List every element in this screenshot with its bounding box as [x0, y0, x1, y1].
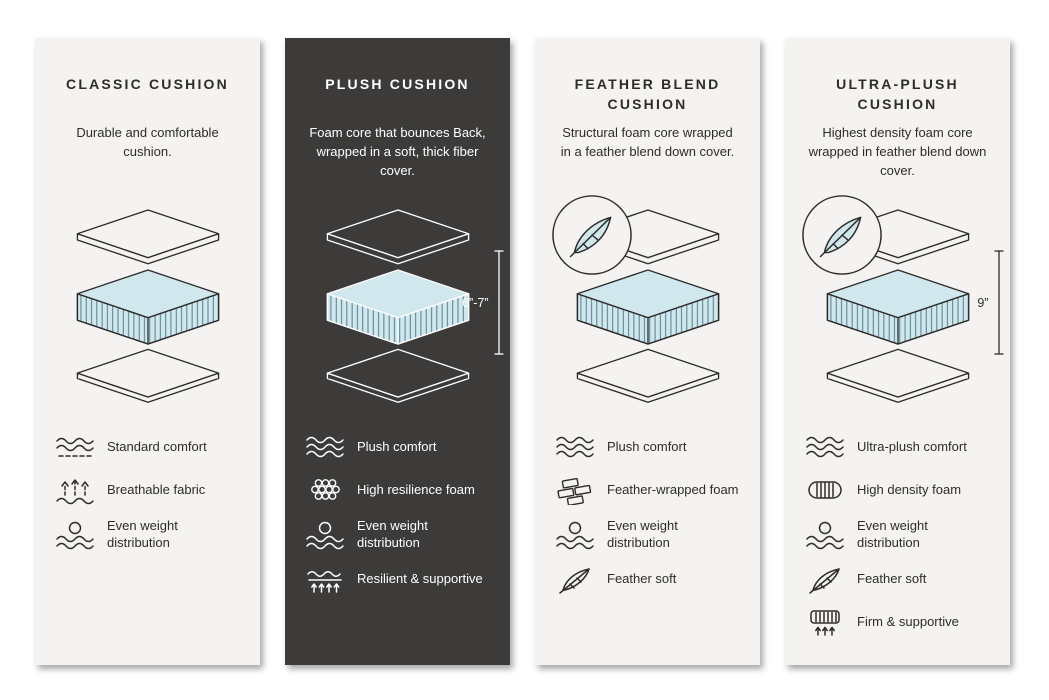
feature-label: Feather soft	[607, 571, 677, 587]
feature-label: Feather-wrapped foam	[607, 481, 739, 497]
height-indicator: 6”-7”	[462, 250, 503, 355]
feature-label: Even weight distribution	[857, 518, 928, 550]
feather-badge-icon	[801, 194, 883, 276]
feature-item: Plush comfort	[555, 432, 740, 462]
card-title: FEATHER BLEND CUSHION	[574, 76, 721, 113]
feather-icon	[805, 565, 845, 595]
feature-item: Feather soft	[555, 565, 740, 595]
feature-list: Ultra-plush comfort High density foam Ev…	[805, 432, 990, 638]
feature-label: Plush comfort	[357, 438, 437, 454]
card-title: ULTRA-PLUSH CUSHION	[836, 76, 959, 113]
even-weight-icon	[55, 520, 95, 550]
waves-comfort-icon	[305, 432, 345, 462]
card-description: Foam core that bounces Back, wrapped in …	[309, 125, 486, 178]
feature-item: Even weight distribution	[55, 518, 240, 552]
card-description: Highest density foam core wrapped in fea…	[808, 125, 987, 178]
feature-list: Standard comfort Breathable fabric Even …	[55, 432, 240, 552]
card-title: PLUSH CUSHION	[325, 76, 470, 92]
feature-label: Plush comfort	[607, 438, 687, 454]
card-ultra-plush-cushion: ULTRA-PLUSH CUSHION Highest density foam…	[785, 38, 1010, 665]
feature-item: Feather-wrapped foam	[555, 475, 740, 505]
feature-label: Resilient & supportive	[357, 571, 483, 587]
feature-label: Even weight distribution	[107, 518, 178, 550]
height-measure-line	[494, 250, 503, 355]
height-label: 6”-7”	[462, 295, 489, 310]
cushion-diagram	[73, 208, 223, 406]
feature-label: Even weight distribution	[607, 518, 678, 550]
feature-label: Even weight distribution	[357, 518, 428, 550]
feature-item: Plush comfort	[305, 432, 490, 462]
height-label: 9”	[977, 295, 989, 310]
waves-comfort-icon	[555, 432, 595, 462]
resilient-supportive-icon	[305, 565, 345, 595]
feature-item: Even weight distribution	[305, 518, 490, 552]
cushion-stack-illustration	[323, 208, 473, 406]
feature-item: Resilient & supportive	[305, 565, 490, 595]
even-weight-icon	[805, 520, 845, 550]
feature-list: Plush comfort High resilience foam Even …	[305, 432, 490, 595]
cushion-diagram	[573, 208, 723, 406]
firm-supportive-icon	[805, 608, 845, 638]
feather-badge-icon	[551, 194, 633, 276]
feather-icon	[555, 565, 595, 595]
feature-item: Standard comfort	[55, 432, 240, 462]
card-classic-cushion: CLASSIC CUSHION Durable and comfortable …	[35, 38, 260, 665]
feature-item: Feather soft	[805, 565, 990, 595]
feature-item: Even weight distribution	[805, 518, 990, 552]
brick-foam-icon	[555, 475, 595, 505]
feature-item: Even weight distribution	[555, 518, 740, 552]
waves-dash-comfort-icon	[55, 432, 95, 462]
height-indicator: 9”	[977, 250, 1003, 355]
even-weight-icon	[555, 520, 595, 550]
feature-label: Standard comfort	[107, 438, 207, 454]
card-feather-blend-cushion: FEATHER BLEND CUSHION Structural foam co…	[535, 38, 760, 665]
feature-item: Firm & supportive	[805, 608, 990, 638]
feature-label: Ultra-plush comfort	[857, 438, 967, 454]
feature-item: High density foam	[805, 475, 990, 505]
feature-label: Feather soft	[857, 571, 927, 587]
honeycomb-foam-icon	[305, 475, 345, 505]
feature-item: Ultra-plush comfort	[805, 432, 990, 462]
feature-item: Breathable fabric	[55, 475, 240, 505]
feature-label: Firm & supportive	[857, 614, 959, 630]
feature-list: Plush comfort Feather-wrapped foam Even …	[555, 432, 740, 595]
feature-label: Breathable fabric	[107, 481, 206, 497]
even-weight-icon	[305, 520, 345, 550]
high-density-foam-icon	[805, 475, 845, 505]
cushion-stack-illustration	[73, 208, 223, 406]
height-measure-line	[994, 250, 1003, 355]
feature-label: High density foam	[857, 481, 962, 497]
card-title: CLASSIC CUSHION	[66, 76, 229, 92]
breathable-fabric-icon	[55, 475, 95, 505]
card-description: Durable and comfortable cushion.	[76, 125, 219, 159]
card-plush-cushion: PLUSH CUSHION Foam core that bounces Bac…	[285, 38, 510, 665]
card-description: Structural foam core wrapped in a feathe…	[560, 125, 735, 159]
cushion-diagram: 9”	[823, 208, 1003, 406]
cushion-diagram: 6”-7”	[323, 208, 503, 406]
waves-comfort-icon	[805, 432, 845, 462]
feature-label: High resilience foam	[357, 481, 475, 497]
feature-item: High resilience foam	[305, 475, 490, 505]
